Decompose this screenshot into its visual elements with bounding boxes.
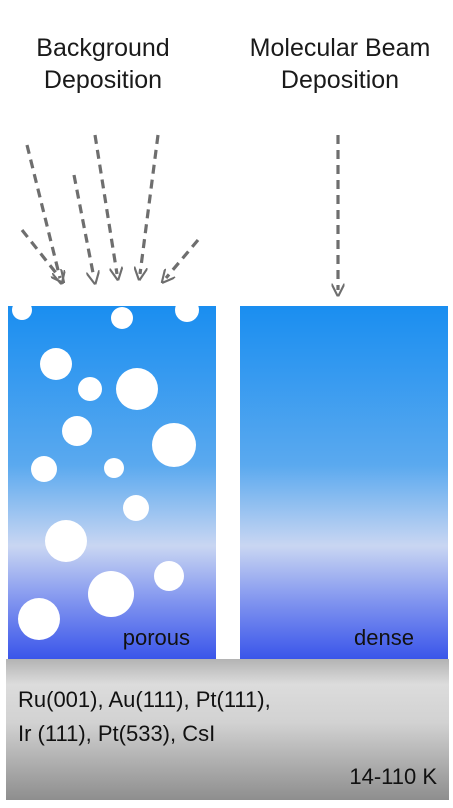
heading-line: Deposition <box>43 66 163 94</box>
pore <box>31 456 57 482</box>
dashed-arrow-icon <box>93 134 117 274</box>
pore <box>175 306 199 322</box>
heading-line: Molecular Beam <box>249 34 431 62</box>
dashed-arrow-icon <box>72 174 94 278</box>
pore <box>123 495 149 521</box>
substrate-materials-line-2: Ir (111), Pt(533), CsI <box>18 721 216 746</box>
dashed-arrow-icon <box>140 134 160 274</box>
pore <box>40 348 72 380</box>
pore <box>104 458 124 478</box>
substrate: Ru(001), Au(111), Pt(111), Ir (111), Pt(… <box>6 659 449 800</box>
molecular-beam-heading: Molecular Beam Deposition <box>240 32 440 96</box>
pore <box>116 368 158 410</box>
deposition-arrows <box>20 134 453 300</box>
dashed-arrow-icon <box>166 238 200 278</box>
pore <box>88 571 134 617</box>
dashed-arrow-icon <box>25 144 60 278</box>
pore <box>12 306 32 320</box>
pore <box>78 377 102 401</box>
porous-label: porous <box>122 625 190 650</box>
pore <box>152 423 196 467</box>
dashed-arrow-icon <box>20 229 60 278</box>
pore <box>18 598 60 640</box>
heading-line: Deposition <box>280 66 400 94</box>
pore <box>154 561 184 591</box>
pore <box>111 307 133 329</box>
background-deposition-heading: Background Deposition <box>28 32 178 96</box>
dense-label: dense <box>354 625 414 650</box>
temperature-range: 14-110 K <box>349 764 437 789</box>
dense-film: dense <box>240 306 448 659</box>
substrate-materials-line-1: Ru(001), Au(111), Pt(111), <box>18 687 271 712</box>
pore <box>62 416 92 446</box>
pore <box>45 520 87 562</box>
heading-line: Background <box>36 34 170 62</box>
